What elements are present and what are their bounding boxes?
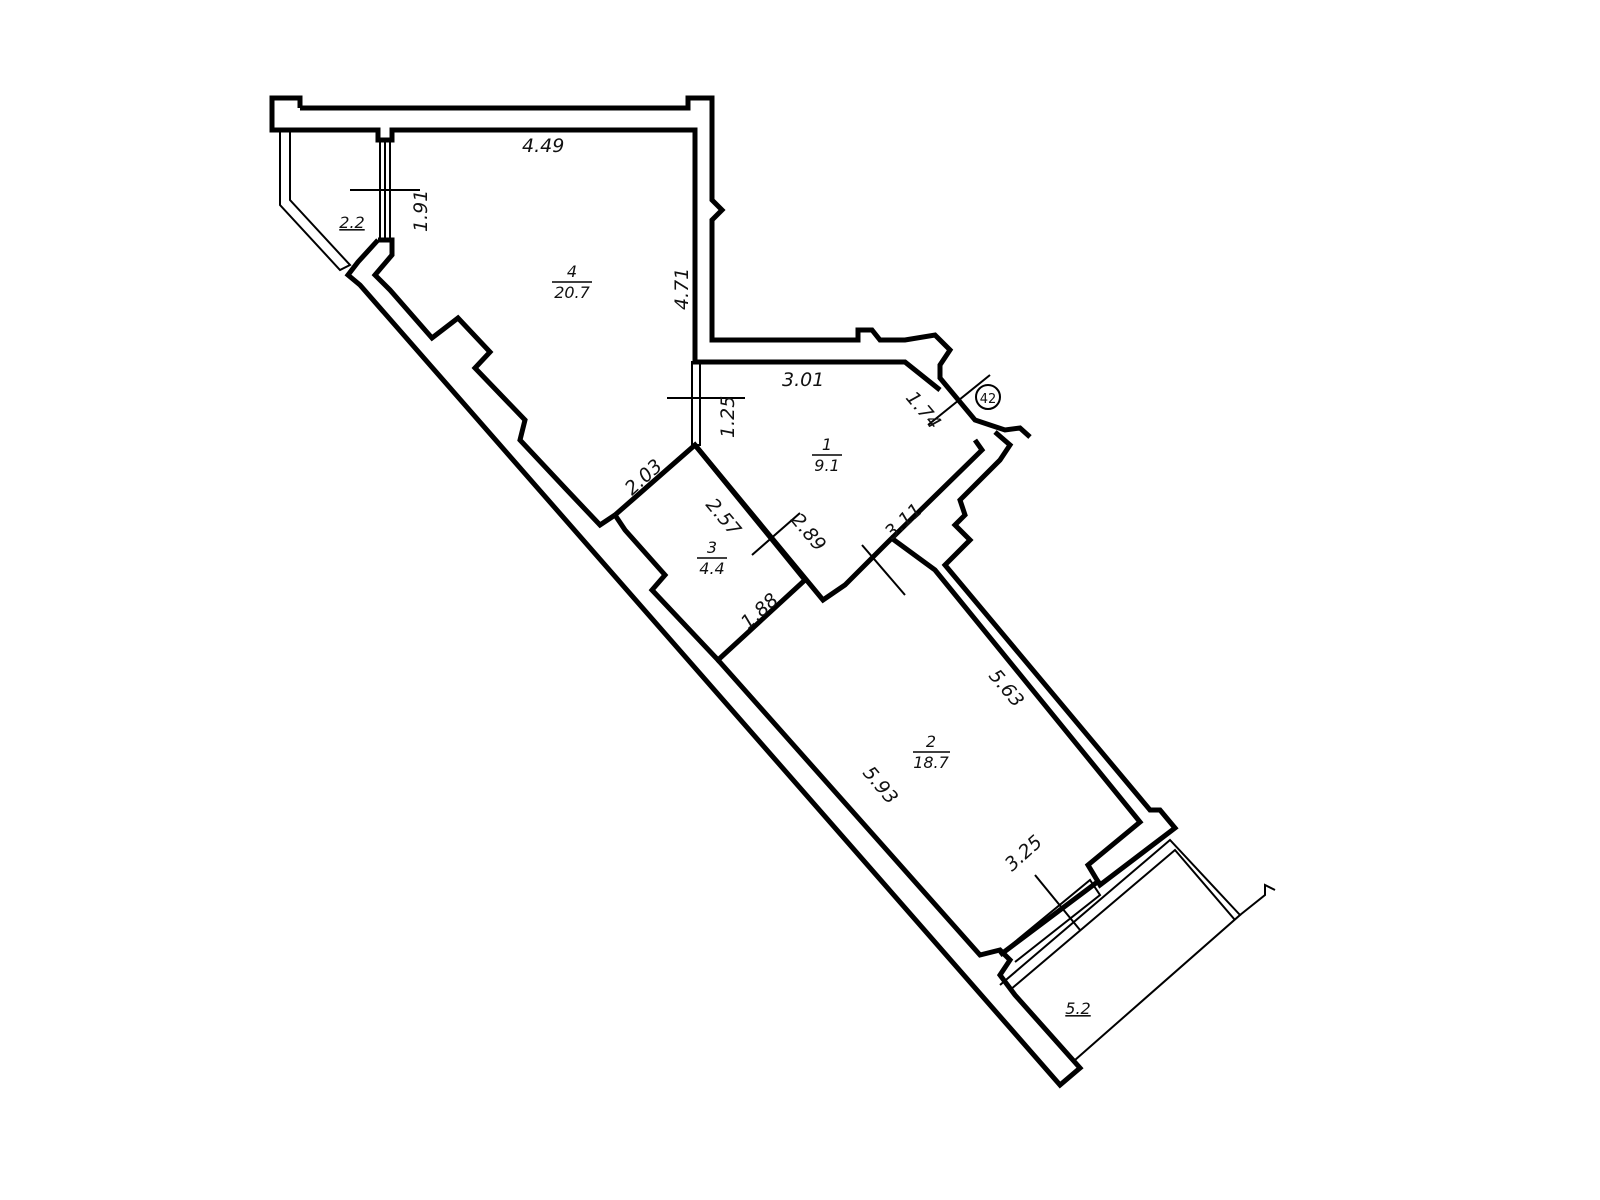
dim-room2-left: 5.93 (858, 762, 902, 809)
axis-marker: 42 (980, 392, 997, 407)
dim-tick (1034, 874, 1081, 931)
balcony-glazing-inner (1009, 848, 1236, 991)
wall-room2-right (888, 430, 1179, 889)
balcony-left-glazing (279, 130, 352, 272)
room-4-label: 4 20.7 (552, 262, 592, 302)
dim-tick (927, 374, 991, 426)
dim-room1-top: 3.01 (782, 369, 824, 391)
room-number: 3 (707, 538, 717, 557)
partition-room1 (691, 361, 701, 446)
room-2-label: 2 18.7 (913, 732, 950, 772)
room-number: 1 (822, 435, 832, 454)
wall-room4-left (371, 237, 617, 529)
room-area: 9.1 (814, 456, 839, 475)
dim-room2-right: 5.63 (984, 665, 1028, 712)
dim-tick (861, 544, 906, 596)
axis-marker-circle (975, 384, 1001, 410)
balcony-edge (1239, 883, 1276, 916)
dim-room1-bottom: 3.11 (881, 499, 927, 544)
dim-room1-door: 1.74 (901, 387, 945, 434)
room-1-label: 1 9.1 (812, 435, 842, 475)
dim-tick (751, 512, 801, 556)
room-3-label: 3 4.4 (697, 538, 727, 578)
dim-window-left: 1.91 (410, 190, 432, 232)
balcony-right-area: 5.2 (1065, 999, 1090, 1018)
dim-room4-right: 4.71 (671, 268, 693, 310)
wall-room4-left-outer (344, 238, 1084, 1089)
room-area: 18.7 (913, 753, 949, 772)
room-number: 2 (926, 732, 936, 751)
room-area: 4.4 (699, 559, 724, 578)
dim-room1-side: 2.89 (786, 509, 830, 556)
room-area: 20.7 (554, 283, 590, 302)
door-balcony (1004, 878, 1102, 963)
balcony-right-glazing (999, 838, 1242, 1061)
wall-room1 (693, 438, 986, 604)
room-number: 4 (567, 262, 577, 281)
dim-room2-bottom: 3.25 (1001, 831, 1047, 876)
dim-room4-top: 4.49 (522, 135, 564, 157)
dim-room3-bottom: 1.88 (737, 589, 783, 634)
balcony-left-area: 2.2 (339, 213, 364, 232)
dim-room1-partition: 1.25 (717, 396, 739, 438)
wall-room2-bottom (998, 878, 1102, 957)
wall-top-outer (300, 95, 1032, 439)
